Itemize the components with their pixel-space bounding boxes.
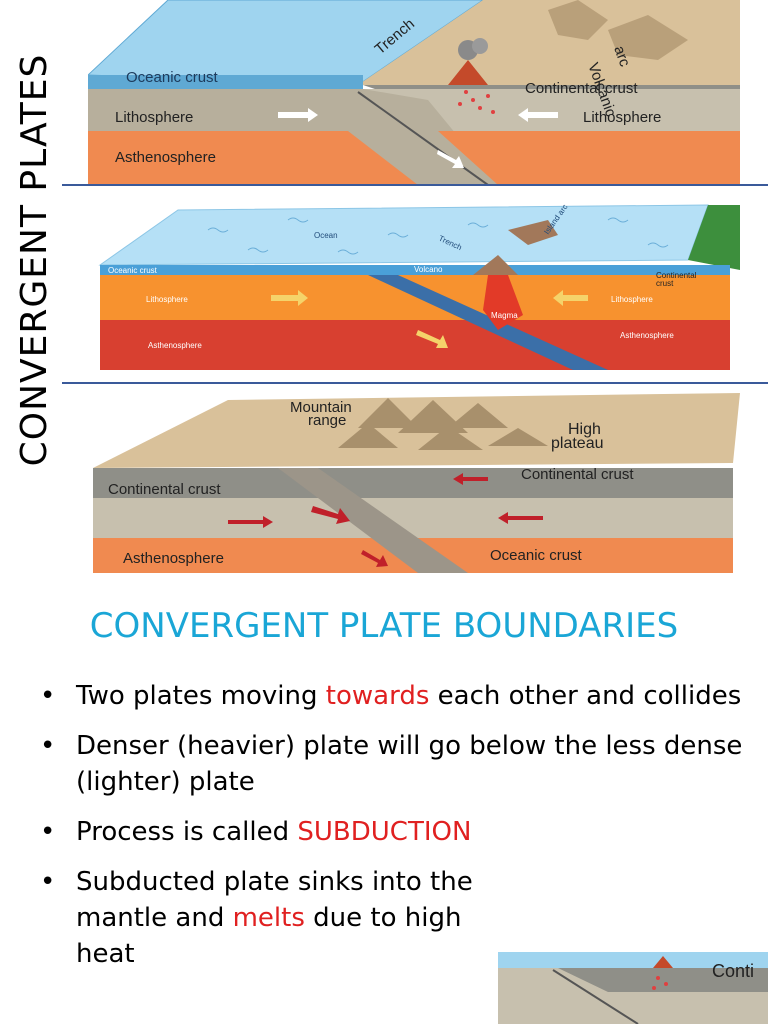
label-plateau: plateau (551, 435, 604, 452)
label-continental-crust: Continental crust (525, 80, 638, 97)
label-volcano: Volcano (414, 265, 443, 274)
label-ocean: Ocean (314, 231, 338, 240)
label-asthenosphere-2-right: Asthenosphere (620, 331, 674, 340)
label-lithosphere-left: Lithosphere (115, 109, 193, 126)
label-lithosphere-2-left: Lithosphere (146, 295, 188, 304)
label-asthenosphere-3: Asthenosphere (123, 550, 224, 567)
bullet-list: •Two plates moving towards each other an… (40, 678, 760, 986)
side-title: CONVERGENT PLATES (5, 35, 65, 485)
diagram-oceanic-oceanic: Ocean Trench Island arc Oceanic crust Vo… (88, 190, 740, 375)
label-asthenosphere: Asthenosphere (115, 149, 216, 166)
label-continental-crust-3-right: Continental crust (521, 466, 634, 483)
label-magma: Magma (491, 311, 518, 320)
page-heading: CONVERGENT PLATE BOUNDARIES (0, 606, 768, 646)
divider-top (62, 184, 768, 186)
label-range: range (308, 412, 346, 429)
label-oceanic-crust: Oceanic crust (126, 69, 219, 86)
bullet-item: •Two plates moving towards each other an… (40, 678, 760, 714)
label-crust: crust (656, 279, 674, 288)
thumbnail-label: Conti (712, 961, 754, 981)
label-oceanic-crust-2: Oceanic crust (108, 266, 158, 275)
bullet-item: •Denser (heavier) plate will go below th… (40, 728, 760, 800)
label-oceanic-crust-3: Oceanic crust (490, 547, 583, 564)
label-continental-crust-3-left: Continental crust (108, 481, 221, 498)
label-lithosphere-right: Lithosphere (583, 109, 661, 126)
diagram-continental-continental: Mountain range High plateau Continental … (88, 388, 740, 578)
label-lithosphere-2-right: Lithosphere (611, 295, 653, 304)
divider-bottom (62, 382, 768, 384)
bullet-item: •Process is called SUBDUCTION (40, 814, 760, 850)
label-asthenosphere-2-left: Asthenosphere (148, 341, 202, 350)
diagram-oceanic-continental: Oceanic crust Trench Volcanic arc Contin… (88, 0, 740, 185)
thumbnail-diagram: Conti (498, 952, 768, 1024)
